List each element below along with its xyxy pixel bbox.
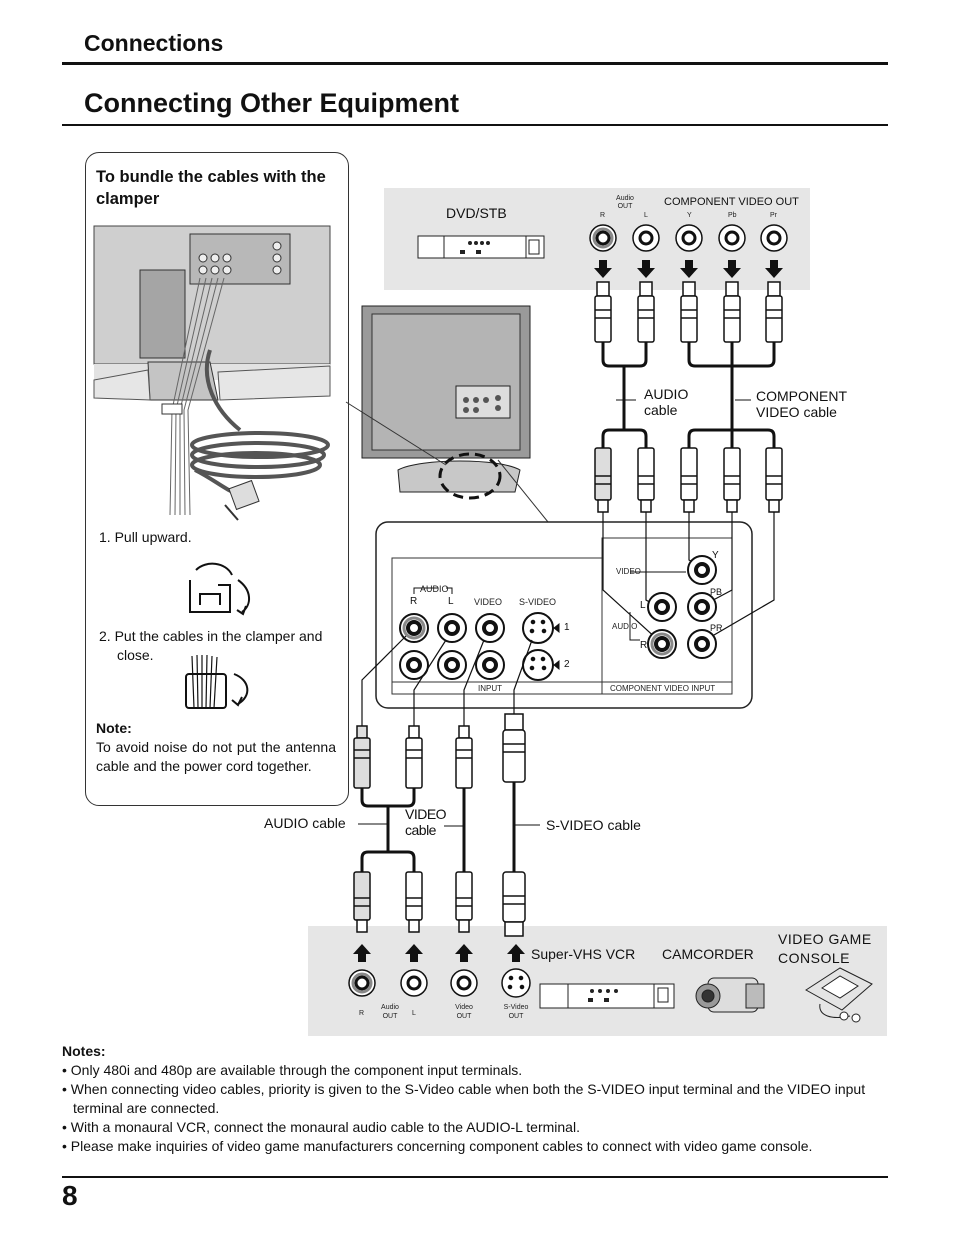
notes-section: Notes: • Only 480i and 480p are availabl… — [62, 1042, 892, 1156]
footer-rule — [62, 1176, 888, 1178]
tv-comp-pr-label: PR — [710, 623, 723, 633]
svhs-vcr-label: Super-VHS VCR — [531, 946, 636, 962]
clamper-open-icon — [189, 562, 250, 616]
device-jack-audio-out: Audio OUT — [381, 1004, 399, 1020]
tv-svideo-2-label: 2 — [564, 659, 570, 670]
top-plugs-upper — [594, 281, 783, 343]
tv-svideo-1-label: 1 — [564, 622, 570, 633]
top-audio-cable-label: AUDIO cable — [644, 386, 689, 418]
bottom-video-cable-label: VIDEO cable — [405, 806, 447, 838]
tv-video-label: VIDEO — [474, 597, 503, 607]
page-title: Connecting Other Equipment — [84, 88, 459, 118]
note-item: • When connecting video cables, priority… — [62, 1081, 866, 1116]
bundle-note-heading: Note: — [96, 720, 132, 736]
av-leads — [361, 635, 533, 726]
step-2: 2. Put the cables in the clamper and clo… — [99, 628, 323, 663]
note-item: • With a monaural VCR, connect the monau… — [62, 1119, 580, 1135]
tv-audio-r-label: R — [410, 596, 418, 607]
tv-input-panel — [375, 521, 753, 709]
bottom-svideo-cable-label: S-VIDEO cable — [546, 817, 641, 833]
camcorder-icon — [695, 977, 765, 1013]
tv-audio-label: AUDIO — [420, 584, 449, 594]
dvd-player-icon — [417, 235, 545, 259]
tv-comp-audio-label: AUDIO — [612, 622, 638, 631]
dvd-audio-out-label: Audio OUT — [616, 195, 634, 210]
device-jack-r: R — [359, 1010, 365, 1017]
dvd-label: DVD/STB — [446, 205, 507, 221]
top-plugs-lower — [594, 447, 783, 513]
tv-comp-l-label: L — [640, 600, 646, 611]
dvd-jack-pr: Pr — [770, 212, 777, 219]
tv-comp-r-label: R — [640, 640, 648, 651]
dvd-component-out-label: COMPONENT VIDEO OUT — [664, 196, 799, 208]
header-rule — [62, 62, 888, 65]
tv-comp-video-label: VIDEO — [616, 567, 641, 576]
device-up-arrows — [353, 944, 525, 962]
clamper-closed-icon — [185, 654, 249, 709]
label-pointers — [358, 399, 751, 827]
note-item: • Only 480i and 480p are available throu… — [62, 1062, 523, 1078]
tv-audio-l-label: L — [448, 596, 454, 607]
tv-input-label: INPUT — [478, 684, 502, 693]
notes-heading: Notes: — [62, 1043, 106, 1059]
note-item: • Please make inquiries of video game ma… — [62, 1138, 813, 1154]
vcr-icon — [539, 983, 675, 1009]
bottom-audio-cable-label: AUDIO cable — [264, 815, 346, 831]
title-rule — [62, 124, 888, 126]
bottom-cables — [360, 782, 516, 874]
camcorder-label: CAMCORDER — [662, 946, 754, 962]
game-console-icon — [805, 967, 873, 1023]
device-output-jacks — [348, 968, 531, 998]
device-jack-l: L — [412, 1010, 416, 1017]
top-cables — [601, 340, 776, 450]
bundle-panel-title: To bundle the cables with the clamper — [96, 168, 326, 208]
device-jack-svideo-out: S-Video OUT — [503, 1004, 529, 1020]
bundle-note-text: To avoid noise do not put the antenna ca… — [96, 739, 336, 774]
device-jack-video-out: Video OUT — [455, 1004, 473, 1020]
page-number: 8 — [62, 1180, 78, 1211]
tv-rear — [361, 305, 531, 500]
tv-av-jacks — [399, 587, 560, 681]
av-plugs-lower — [353, 871, 526, 937]
tv-component-jacks — [629, 555, 717, 659]
tv-comp-y-label: Y — [712, 550, 719, 561]
step-1: 1. Pull upward. — [99, 529, 192, 545]
av-plugs-upper — [353, 713, 526, 789]
dvd-jack-r: R — [600, 212, 606, 219]
dvd-jack-l: L — [644, 212, 648, 219]
game-console-label: VIDEO GAME CONSOLE — [778, 931, 872, 966]
dvd-down-arrows — [594, 260, 783, 278]
dvd-output-jacks — [589, 224, 788, 252]
section-heading: Connections — [84, 30, 224, 56]
tv-svideo-label: S-VIDEO — [519, 597, 557, 607]
dvd-jack-y: Y — [687, 212, 692, 219]
tv-comp-input-label: COMPONENT VIDEO INPUT — [610, 684, 716, 693]
tv-comp-pb-label: PB — [710, 587, 723, 597]
dvd-jack-pb: Pb — [728, 212, 737, 219]
tv-back-photo — [93, 225, 331, 521]
top-component-cable-label: COMPONENT VIDEO cable — [756, 388, 847, 420]
